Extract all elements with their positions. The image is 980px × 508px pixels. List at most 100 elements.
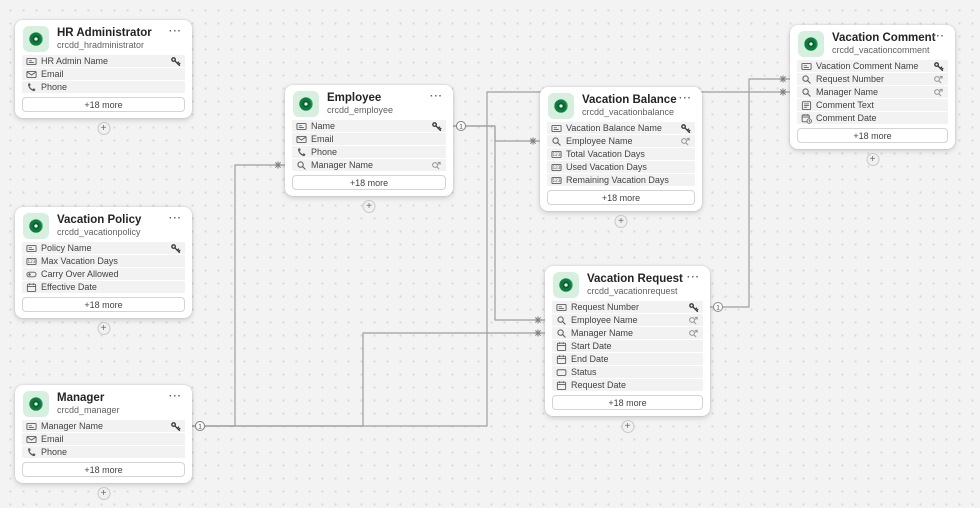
- field-label: Used Vacation Days: [566, 162, 647, 172]
- entity-card-vacation-comment[interactable]: Vacation Comment crcdd_vacationcomment ·…: [790, 25, 955, 166]
- entity-title: Vacation Balance: [582, 94, 677, 106]
- more-options-icon[interactable]: ···: [679, 93, 692, 104]
- field-label: Name: [311, 121, 336, 131]
- add-relationship-button[interactable]: +: [97, 487, 110, 500]
- field-row-phone[interactable]: Phone: [292, 146, 446, 158]
- field-label: Comment Text: [816, 100, 874, 110]
- show-more-fields-button[interactable]: +18 more: [22, 297, 185, 312]
- relationship-line[interactable]: [453, 125, 545, 321]
- number-field-icon: [26, 256, 37, 267]
- show-more-fields-button[interactable]: +18 more: [552, 395, 703, 410]
- field-row-request-number[interactable]: Request Number: [797, 73, 948, 85]
- field-row-phone[interactable]: Phone: [22, 446, 185, 458]
- field-row-max-vacation-days[interactable]: Max Vacation Days: [22, 255, 185, 267]
- svg-text:1: 1: [459, 123, 463, 130]
- field-row-name[interactable]: Name: [292, 120, 446, 132]
- more-options-icon[interactable]: ···: [430, 91, 443, 102]
- phone-field-icon: [26, 82, 37, 93]
- more-options-icon[interactable]: ···: [169, 391, 182, 402]
- add-relationship-button[interactable]: +: [866, 153, 879, 166]
- relationship-line[interactable]: [192, 332, 545, 427]
- more-options-icon[interactable]: ···: [169, 213, 182, 224]
- entity-title: Vacation Request: [587, 273, 683, 285]
- text-field-icon: [556, 302, 567, 313]
- field-row-carry-over-allowed[interactable]: Carry Over Allowed: [22, 268, 185, 280]
- field-row-request-number[interactable]: Request Number: [552, 301, 703, 313]
- field-label: Vacation Comment Name: [816, 61, 919, 71]
- field-row-email[interactable]: Email: [292, 133, 446, 145]
- toggle-field-icon: [26, 269, 37, 280]
- field-row-total-vacation-days[interactable]: Total Vacation Days: [547, 148, 695, 160]
- show-more-fields-button[interactable]: +18 more: [22, 97, 185, 112]
- field-row-manager-name[interactable]: Manager Name: [292, 159, 446, 171]
- field-label: Start Date: [571, 341, 612, 351]
- field-row-used-vacation-days[interactable]: Used Vacation Days: [547, 161, 695, 173]
- field-row-policy-name[interactable]: Policy Name: [22, 242, 185, 254]
- more-options-icon[interactable]: ···: [169, 26, 182, 37]
- more-options-icon[interactable]: ···: [932, 31, 945, 42]
- field-row-start-date[interactable]: Start Date: [552, 340, 703, 352]
- svg-text:1: 1: [716, 304, 720, 311]
- entity-logical-name: crcdd_employee: [327, 105, 394, 115]
- field-row-effective-date[interactable]: Effective Date: [22, 281, 185, 293]
- field-row-employee-name[interactable]: Employee Name: [552, 314, 703, 326]
- primary-key-icon: [431, 121, 442, 132]
- entity-logical-name: crcdd_manager: [57, 405, 120, 415]
- add-relationship-button[interactable]: +: [97, 122, 110, 135]
- show-more-fields-button[interactable]: +18 more: [22, 462, 185, 477]
- more-options-icon[interactable]: ···: [687, 272, 700, 283]
- show-more-fields-button[interactable]: +18 more: [797, 128, 948, 143]
- add-relationship-button[interactable]: +: [362, 200, 376, 213]
- field-row-email[interactable]: Email: [22, 68, 185, 80]
- field-row-end-date[interactable]: End Date: [552, 353, 703, 365]
- field-row-phone[interactable]: Phone: [22, 81, 185, 93]
- show-more-fields-button[interactable]: +18 more: [292, 175, 446, 190]
- add-relationship-button[interactable]: +: [621, 420, 634, 433]
- lookup-reference-icon: [688, 328, 699, 339]
- primary-key-icon: [170, 243, 181, 254]
- entity-card-hr-administrator[interactable]: HR Administrator crcdd_hradministrator ·…: [15, 20, 192, 135]
- entity-card-vacation-request[interactable]: Vacation Request crcdd_vacationrequest ·…: [545, 266, 710, 433]
- field-row-email[interactable]: Email: [22, 433, 185, 445]
- field-row-manager-name[interactable]: Manager Name: [552, 327, 703, 339]
- table-icon: [23, 391, 49, 417]
- primary-key-icon: [680, 123, 691, 134]
- field-row-vacation-comment-name[interactable]: Vacation Comment Name: [797, 60, 948, 72]
- table-icon: [293, 91, 319, 117]
- entity-card-vacation-policy[interactable]: Vacation Policy crcdd_vacationpolicy ···…: [15, 207, 192, 335]
- show-more-fields-button[interactable]: +18 more: [547, 190, 695, 205]
- field-row-manager-name[interactable]: Manager Name: [22, 420, 185, 432]
- calendar-field-icon: [26, 282, 37, 293]
- relationship-line[interactable]: [192, 164, 285, 427]
- field-row-request-date[interactable]: Request Date: [552, 379, 703, 391]
- relationship-line[interactable]: [710, 78, 790, 308]
- field-row-comment-text[interactable]: Comment Text: [797, 99, 948, 111]
- field-label: Carry Over Allowed: [41, 269, 119, 279]
- field-row-vacation-balance-name[interactable]: Vacation Balance Name: [547, 122, 695, 134]
- many-endpoint-icon: [779, 75, 787, 83]
- field-row-status[interactable]: Status: [552, 366, 703, 378]
- entity-card-header: Vacation Request crcdd_vacationrequest ·…: [545, 266, 710, 301]
- field-row-comment-date[interactable]: Comment Date: [797, 112, 948, 124]
- entity-card-header: Employee crcdd_employee ···: [285, 85, 453, 120]
- field-row-remaining-vacation-days[interactable]: Remaining Vacation Days: [547, 174, 695, 186]
- entity-card-vacation-balance[interactable]: Vacation Balance crcdd_vacationbalance ·…: [540, 87, 702, 228]
- text-field-icon: [26, 243, 37, 254]
- many-endpoint-icon: [534, 329, 542, 337]
- field-row-manager-name[interactable]: Manager Name: [797, 86, 948, 98]
- entity-logical-name: crcdd_vacationbalance: [582, 107, 675, 117]
- phone-field-icon: [26, 447, 37, 458]
- field-label: Phone: [41, 82, 68, 92]
- add-relationship-button[interactable]: +: [97, 322, 110, 335]
- field-row-employee-name[interactable]: Employee Name: [547, 135, 695, 147]
- field-row-hr-admin-name[interactable]: HR Admin Name: [22, 55, 185, 67]
- relationship-line[interactable]: [453, 125, 540, 142]
- add-relationship-button[interactable]: +: [614, 215, 628, 228]
